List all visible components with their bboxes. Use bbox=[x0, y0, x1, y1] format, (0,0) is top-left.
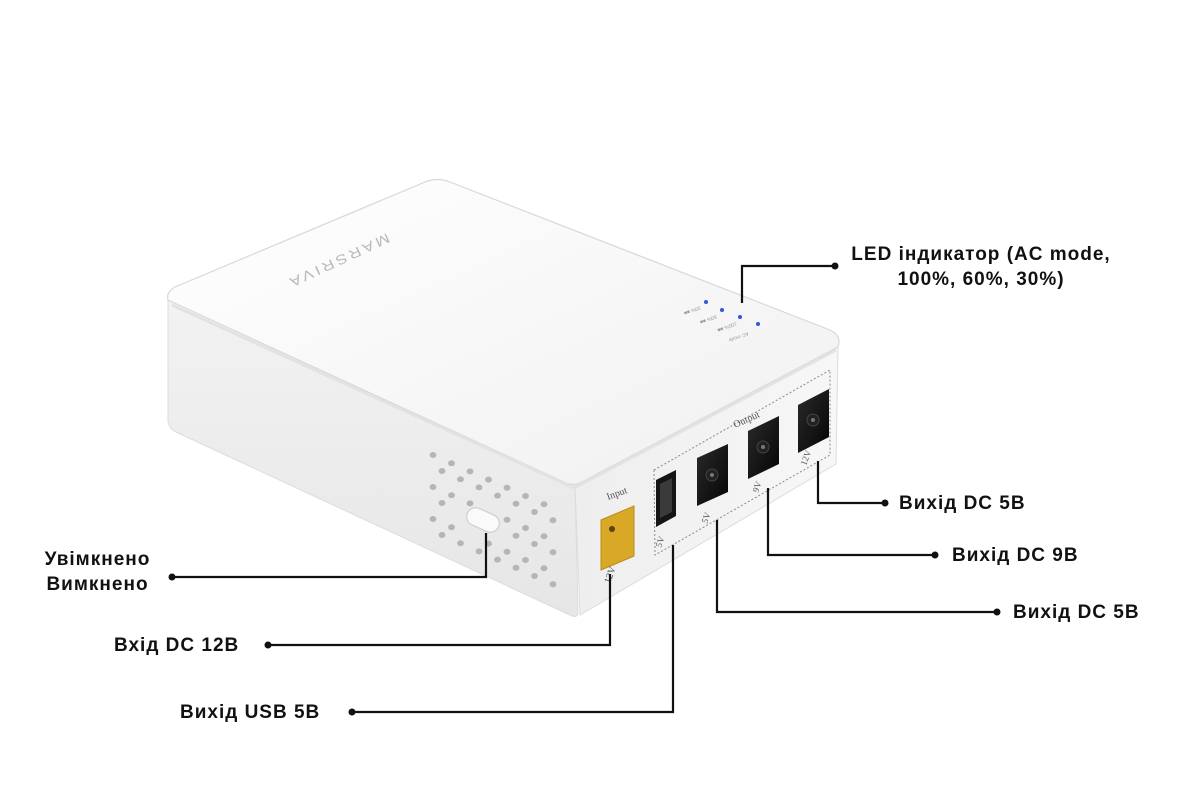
vent-hole bbox=[457, 540, 464, 547]
vent-hole bbox=[512, 564, 520, 571]
power-callout-line bbox=[172, 533, 488, 579]
vent-hole bbox=[438, 468, 446, 474]
vent-hole bbox=[466, 500, 474, 507]
usb-voltage-label: 5V bbox=[653, 534, 666, 548]
device-top-face bbox=[167, 178, 840, 486]
led-label-30: 30% ■■ bbox=[683, 304, 701, 316]
vent-hole bbox=[503, 516, 511, 523]
dc2-voltage-label: 9V bbox=[750, 479, 763, 493]
led-callout-line bbox=[740, 264, 835, 303]
vent-hole bbox=[429, 452, 437, 458]
usb-out-callout-dot bbox=[348, 708, 356, 716]
led-indicator-panel: 30% ■■ 60% ■■ 100% ■■ AC mode bbox=[683, 300, 760, 343]
power-callout-label: Увімкнено Вимкнено bbox=[30, 547, 165, 597]
dc-in-callout-label: Вхід DC 12В bbox=[114, 635, 240, 656]
power-off-label: Вимкнено bbox=[46, 574, 149, 595]
vent-hole bbox=[503, 484, 511, 491]
dc-output-jack-9v bbox=[748, 416, 779, 479]
vent-hole bbox=[522, 557, 529, 563]
vent-hole bbox=[448, 492, 455, 499]
dc-9-callout-label: Вихід DC 9В bbox=[952, 545, 1079, 566]
usb-output-port bbox=[656, 470, 676, 527]
dc-12-callout-line bbox=[816, 461, 885, 505]
device-left-side bbox=[167, 299, 579, 617]
led-callout-label: LED індикатор (AC mode, 100%, 60%, 30%) bbox=[846, 242, 1116, 292]
vent-hole bbox=[448, 524, 455, 531]
dc-12-callout-dot bbox=[881, 499, 889, 507]
vent-hole bbox=[531, 541, 538, 547]
vent-hole bbox=[475, 548, 483, 555]
led-60 bbox=[720, 308, 724, 312]
vent-hole bbox=[457, 476, 464, 483]
led-100 bbox=[738, 315, 742, 319]
vent-hole bbox=[549, 517, 557, 524]
vent-hole bbox=[549, 581, 557, 588]
power-on-label: Увімкнено bbox=[44, 549, 151, 570]
dc-5-callout-line bbox=[715, 520, 997, 614]
vent-hole bbox=[522, 525, 529, 531]
vent-hole bbox=[522, 493, 529, 499]
usb-out-callout-label: Вихід USB 5В bbox=[180, 702, 321, 723]
vent-hole bbox=[448, 460, 455, 467]
led-ac bbox=[756, 322, 760, 326]
vent-hole bbox=[429, 516, 437, 522]
vent-hole bbox=[512, 500, 520, 507]
vent-hole bbox=[438, 500, 446, 506]
dc-12-callout-label: Вихід DC 5В bbox=[899, 493, 1026, 514]
dc-9-callout-line bbox=[766, 488, 935, 557]
vent-hole bbox=[475, 484, 483, 491]
dc-5-callout-label: Вихід DC 5В bbox=[1013, 602, 1140, 623]
led-callout-line2: 100%, 60%, 30%) bbox=[897, 269, 1065, 290]
vent-hole bbox=[540, 533, 548, 540]
led-callout-line1: LED індикатор (AC mode, bbox=[851, 244, 1111, 265]
led-callout-dot bbox=[831, 262, 839, 270]
dc1-voltage-label: 5V bbox=[699, 510, 712, 524]
vent-hole bbox=[438, 532, 446, 538]
power-callout-dot bbox=[168, 573, 176, 581]
dc-9-callout-dot bbox=[931, 551, 939, 559]
led-label-60: 60% ■■ bbox=[699, 313, 717, 325]
output-group-outline bbox=[653, 369, 831, 556]
led-30 bbox=[704, 300, 708, 304]
dc-input-port bbox=[600, 505, 635, 571]
vent-hole bbox=[540, 565, 548, 572]
vent-hole bbox=[540, 501, 548, 508]
vent-hole bbox=[549, 549, 557, 556]
power-bank-device: MARSRIVA 30% ■■ 60% ■■ 100% ■■ AC mode I… bbox=[167, 178, 840, 617]
vent-grille bbox=[429, 452, 557, 588]
dc-output-jack-12v bbox=[798, 389, 829, 453]
usb-out-callout-line bbox=[352, 545, 675, 714]
vent-hole bbox=[429, 484, 437, 490]
vent-hole bbox=[503, 548, 511, 555]
callout-lines bbox=[172, 264, 997, 714]
vent-hole bbox=[485, 476, 492, 483]
vent-hole bbox=[466, 468, 474, 475]
vent-hole bbox=[494, 492, 501, 499]
callout-dots bbox=[168, 262, 1001, 716]
vent-hole bbox=[531, 509, 538, 515]
vent-hole bbox=[512, 532, 520, 539]
dc-in-callout-line bbox=[268, 574, 612, 647]
dc-in-callout-dot bbox=[264, 641, 272, 649]
vent-hole bbox=[531, 573, 538, 579]
dc-output-jack-5v bbox=[697, 444, 728, 506]
vent-hole bbox=[494, 556, 501, 563]
dc-5-callout-dot bbox=[993, 608, 1001, 616]
power-button[interactable] bbox=[464, 505, 502, 535]
